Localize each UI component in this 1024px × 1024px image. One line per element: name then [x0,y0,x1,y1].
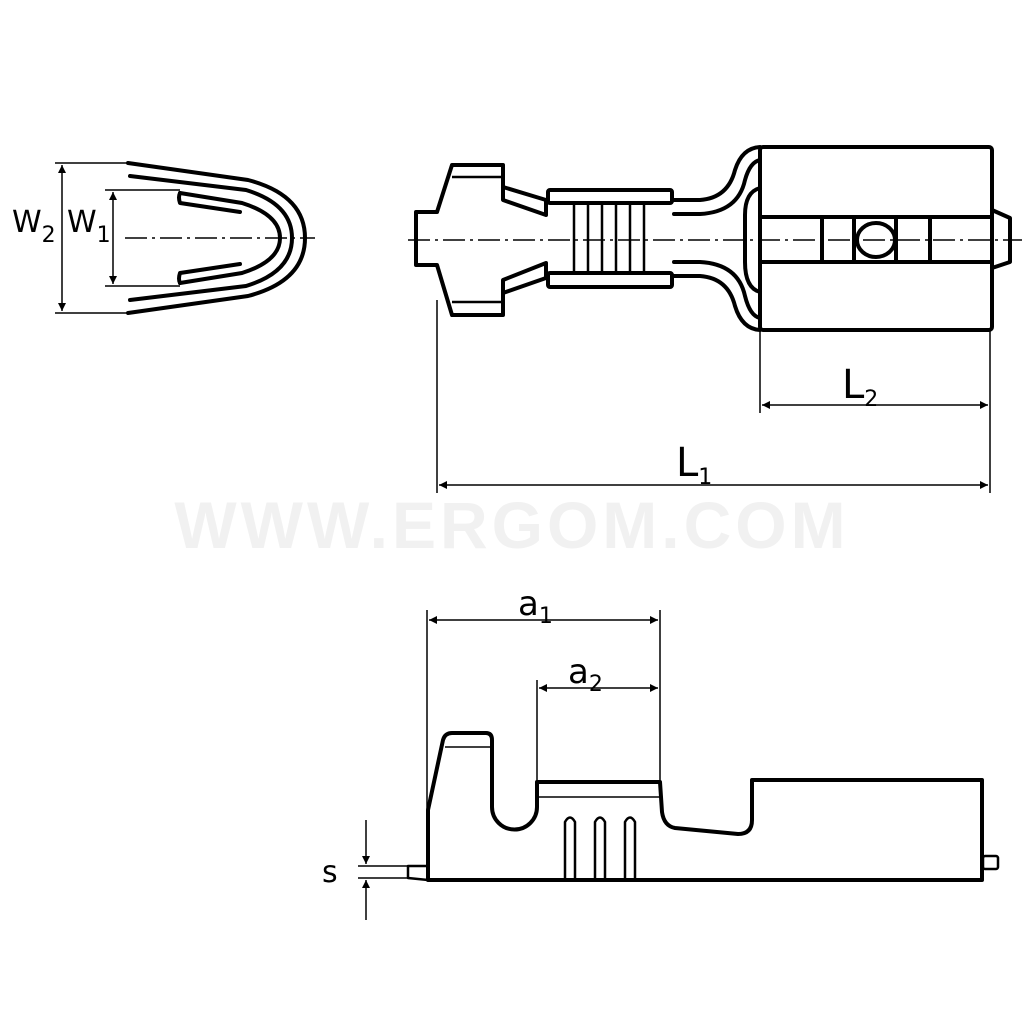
l2-label: L2 [842,362,878,412]
l1-label: L1 [676,440,712,490]
w2-label: W2 [12,205,56,248]
crimp-ribs [572,203,646,273]
watermark: WWW.ERGOM.COM [174,488,849,562]
a2-label: a2 [568,652,603,697]
s-label: s [322,855,338,890]
top-view: L1 L2 [408,145,1022,493]
a1-label: a1 [518,584,553,629]
w1-label: W1 [67,205,111,248]
side-view: s a1 a2 [322,584,1000,920]
front-view: W2 W1 [12,161,315,315]
